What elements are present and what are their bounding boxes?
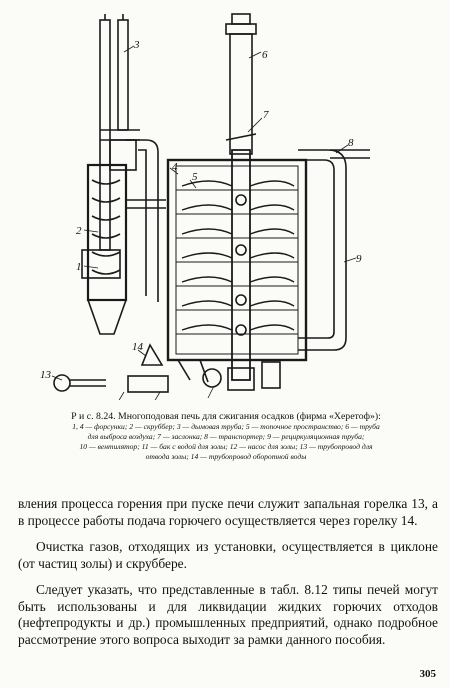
page-number: 305	[419, 668, 437, 680]
legend-line: для выброса воздуха; 7 — заслонка; 8 — т…	[87, 432, 365, 441]
paragraph-1: вления процесса горения при пуске печи с…	[18, 496, 438, 528]
body-text: вления процесса горения при пуске печи с…	[18, 496, 438, 648]
callout-1: 1	[76, 261, 82, 273]
legend-line: 1, 4 — форсунки; 2 — скруббер; 3 — дымов…	[72, 422, 380, 431]
callout-5: 5	[192, 171, 198, 183]
bottom-equipment	[53, 343, 281, 393]
caption-title: Р и с. 8.24. Многоподовая печь для сжига…	[71, 411, 381, 422]
cyclone-piping	[109, 139, 166, 302]
center-stack	[225, 13, 257, 155]
legend-line: 10 — вентилятор; 11 — бак с водой для зо…	[79, 442, 373, 451]
caption-legend: 1, 4 — форсунки; 2 — скруббер; 3 — дымов…	[14, 422, 438, 462]
paragraph-2: Очистка газов, отходящих из установки, о…	[18, 539, 438, 571]
scrubber	[81, 163, 128, 335]
furnace-diagram: 3 6 7 8 9 4 5 2 1 14 13 12 11 10	[40, 13, 370, 400]
callout-3: 3	[133, 39, 140, 51]
callout-10: 10	[206, 399, 218, 400]
callout-6: 6	[262, 49, 268, 61]
figure-caption: Р и с. 8.24. Многоподовая печь для сжига…	[14, 411, 438, 462]
legend-line: отвода золы; 14 — трубопровод оборотной …	[145, 452, 307, 461]
callout-8: 8	[348, 137, 354, 149]
callout-14: 14	[132, 341, 144, 353]
paragraph-3: Следует указать, что представленные в та…	[18, 582, 438, 647]
furnace-body	[166, 149, 308, 381]
recirculation-pipe	[298, 149, 370, 351]
callout-4: 4	[172, 161, 178, 173]
callout-9: 9	[356, 253, 362, 265]
callout-7: 7	[263, 109, 269, 121]
callout-13: 13	[40, 369, 52, 381]
callout-2: 2	[76, 225, 82, 237]
